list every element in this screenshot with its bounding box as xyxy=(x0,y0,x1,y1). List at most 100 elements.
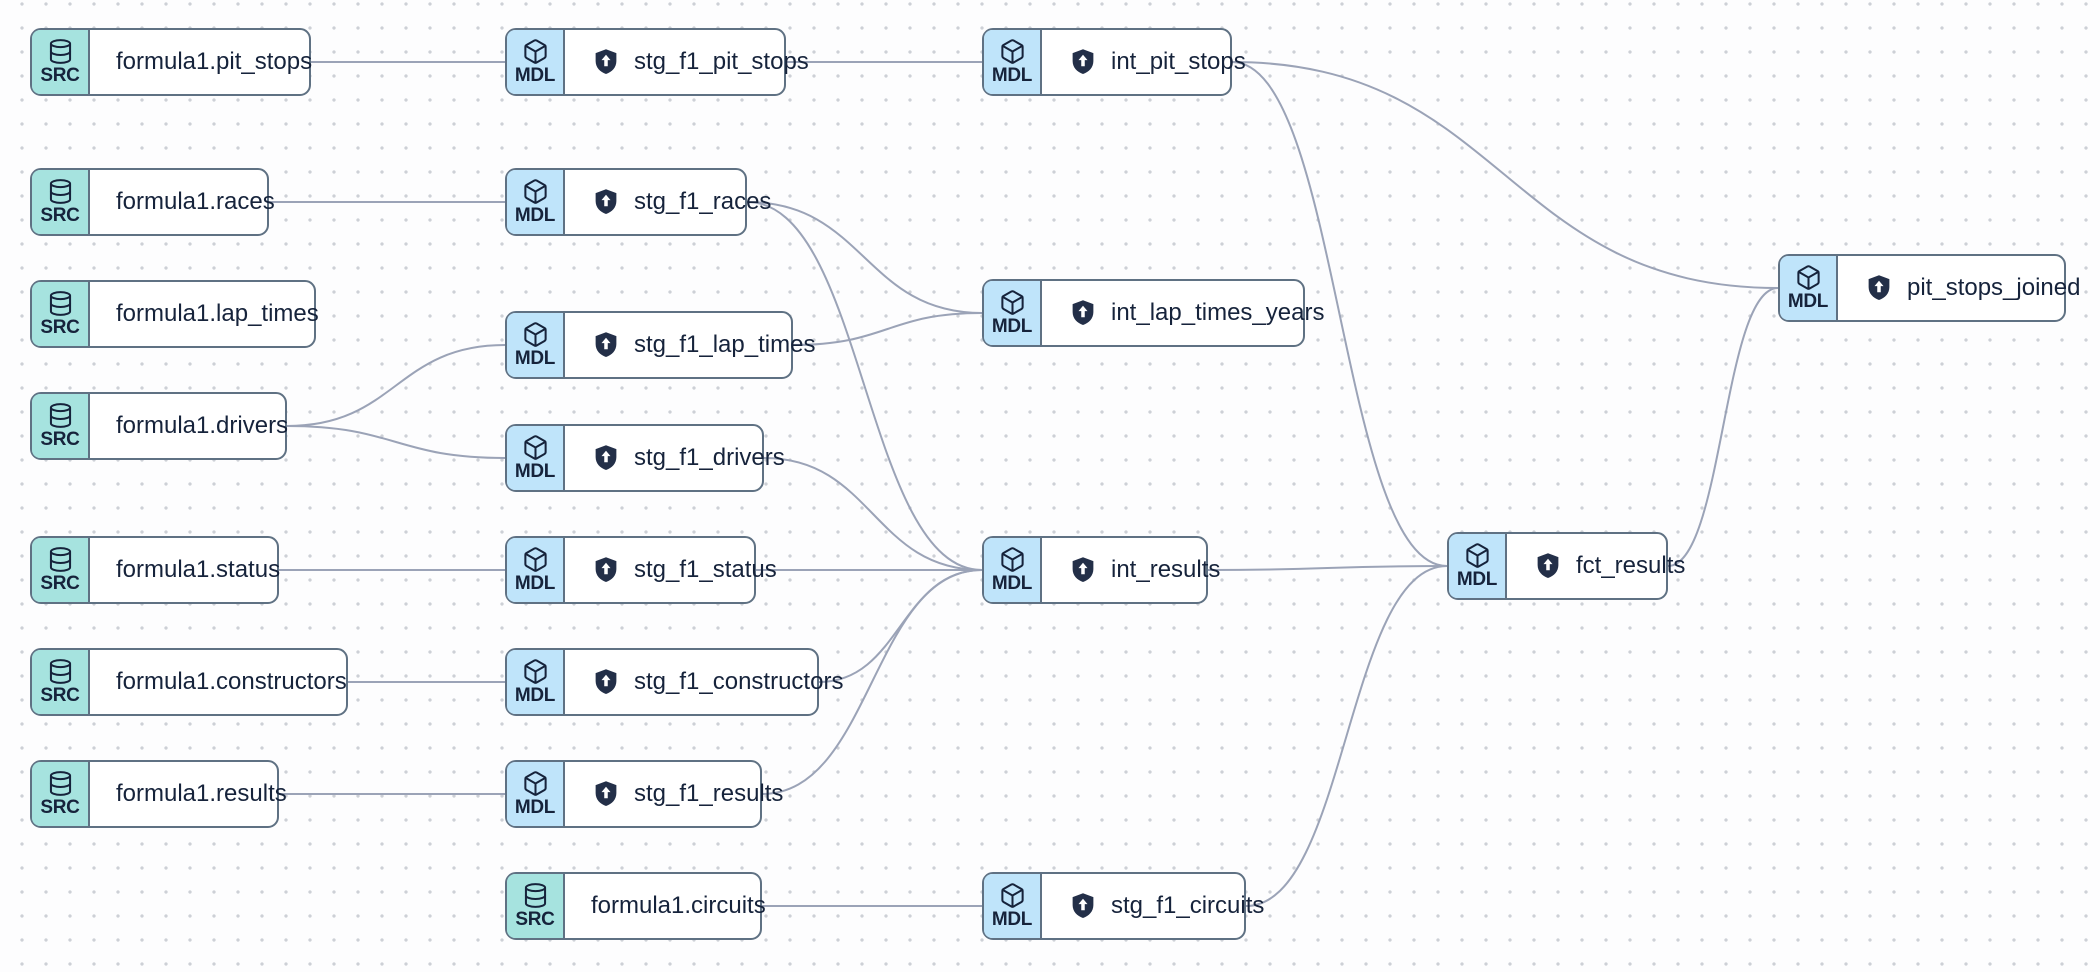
node-body: formula1.races xyxy=(90,170,275,234)
badge-label: MDL xyxy=(991,909,1033,931)
badge-label: SRC xyxy=(40,65,80,87)
node-body: pit_stops_joined xyxy=(1838,256,2080,320)
model-type-badge: MDL xyxy=(984,874,1042,938)
source-type-badge: SRC xyxy=(32,394,90,458)
database-icon xyxy=(47,402,74,429)
node-formula1-races[interactable]: SRC formula1.races xyxy=(30,168,275,236)
node-body: stg_f1_results xyxy=(565,762,783,826)
badge-label: MDL xyxy=(514,573,556,595)
node-stg-f1-races[interactable]: MDL stg_f1_races xyxy=(505,168,771,236)
node-label: int_pit_stops xyxy=(1111,48,1246,75)
model-type-badge: MDL xyxy=(984,281,1042,345)
node-label: stg_f1_pit_stops xyxy=(634,48,809,75)
edge-stg-f1-results-to-int-results xyxy=(761,569,983,795)
node-body: formula1.results xyxy=(90,762,287,826)
badge-label: SRC xyxy=(40,205,80,227)
source-type-badge: SRC xyxy=(32,30,90,94)
badge-label: SRC xyxy=(515,909,555,931)
node-body: formula1.lap_times xyxy=(90,282,319,346)
package-icon xyxy=(522,434,549,461)
node-body: stg_f1_pit_stops xyxy=(565,30,809,94)
source-type-badge: SRC xyxy=(32,282,90,346)
badge-label: MDL xyxy=(991,316,1033,338)
badge-label: SRC xyxy=(40,429,80,451)
badge-label: MDL xyxy=(1787,291,1829,313)
node-fct-results[interactable]: MDL fct_results xyxy=(1447,532,1685,600)
node-int-results[interactable]: MDL int_results xyxy=(982,536,1220,604)
model-type-badge: MDL xyxy=(507,30,565,94)
package-icon xyxy=(522,546,549,573)
package-icon xyxy=(999,546,1026,573)
node-label: stg_f1_results xyxy=(634,780,784,807)
node-label: stg_f1_races xyxy=(634,188,772,215)
node-label: stg_f1_circuits xyxy=(1111,892,1265,919)
model-type-badge: MDL xyxy=(507,426,565,490)
model-type-badge: MDL xyxy=(984,538,1042,602)
shield-check-icon xyxy=(591,330,621,360)
package-icon xyxy=(999,38,1026,65)
edge-stg-f1-races-to-int-lap-times-years xyxy=(746,201,983,314)
database-icon xyxy=(47,770,74,797)
node-formula1-circuits[interactable]: SRC formula1.circuits xyxy=(505,872,766,940)
node-label: formula1.constructors xyxy=(116,668,347,695)
source-type-badge: SRC xyxy=(507,874,565,938)
database-icon xyxy=(47,38,74,65)
shield-check-icon xyxy=(591,443,621,473)
node-label: int_results xyxy=(1111,556,1221,583)
shield-check-icon xyxy=(591,779,621,809)
node-label: formula1.circuits xyxy=(591,892,766,919)
model-type-badge: MDL xyxy=(507,650,565,714)
node-body: formula1.status xyxy=(90,538,281,602)
source-type-badge: SRC xyxy=(32,538,90,602)
shield-check-icon xyxy=(1068,891,1098,921)
model-type-badge: MDL xyxy=(507,762,565,826)
model-type-badge: MDL xyxy=(1780,256,1838,320)
edge-int-pit-stops-to-pit-stops-joined xyxy=(1231,61,1779,289)
badge-label: MDL xyxy=(991,65,1033,87)
node-stg-f1-constructors[interactable]: MDL stg_f1_constructors xyxy=(505,648,843,716)
node-body: formula1.circuits xyxy=(565,874,766,938)
node-body: stg_f1_lap_times xyxy=(565,313,815,377)
badge-label: SRC xyxy=(40,317,80,339)
node-stg-f1-circuits[interactable]: MDL stg_f1_circuits xyxy=(982,872,1264,940)
node-stg-f1-results[interactable]: MDL stg_f1_results xyxy=(505,760,783,828)
node-stg-f1-lap-times[interactable]: MDL stg_f1_lap_times xyxy=(505,311,815,379)
shield-check-icon xyxy=(1068,555,1098,585)
node-body: stg_f1_circuits xyxy=(1042,874,1264,938)
node-formula1-pit-stops[interactable]: SRC formula1.pit_stops xyxy=(30,28,313,96)
node-body: int_pit_stops xyxy=(1042,30,1246,94)
node-stg-f1-pit-stops[interactable]: MDL stg_f1_pit_stops xyxy=(505,28,809,96)
model-type-badge: MDL xyxy=(984,30,1042,94)
node-formula1-status[interactable]: SRC formula1.status xyxy=(30,536,281,604)
node-body: int_results xyxy=(1042,538,1220,602)
node-body: stg_f1_races xyxy=(565,170,771,234)
database-icon xyxy=(47,658,74,685)
model-type-badge: MDL xyxy=(507,170,565,234)
node-formula1-drivers[interactable]: SRC formula1.drivers xyxy=(30,392,289,460)
node-formula1-lap-times[interactable]: SRC formula1.lap_times xyxy=(30,280,319,348)
node-label: fct_results xyxy=(1576,552,1686,579)
node-label: formula1.races xyxy=(116,188,275,215)
node-label: formula1.status xyxy=(116,556,281,583)
node-label: formula1.drivers xyxy=(116,412,289,439)
node-stg-f1-status[interactable]: MDL stg_f1_status xyxy=(505,536,777,604)
node-int-pit-stops[interactable]: MDL int_pit_stops xyxy=(982,28,1246,96)
node-body: stg_f1_status xyxy=(565,538,777,602)
edge-stg-f1-drivers-to-int-results xyxy=(763,457,983,571)
package-icon xyxy=(522,658,549,685)
database-icon xyxy=(47,290,74,317)
model-type-badge: MDL xyxy=(1449,534,1507,598)
badge-label: MDL xyxy=(514,348,556,370)
node-pit-stops-joined[interactable]: MDL pit_stops_joined xyxy=(1778,254,2080,322)
node-label: stg_f1_constructors xyxy=(634,668,844,695)
package-icon xyxy=(522,38,549,65)
badge-label: MDL xyxy=(1456,569,1498,591)
badge-label: MDL xyxy=(514,685,556,707)
node-label: formula1.pit_stops xyxy=(116,48,313,75)
shield-check-icon xyxy=(1068,47,1098,77)
